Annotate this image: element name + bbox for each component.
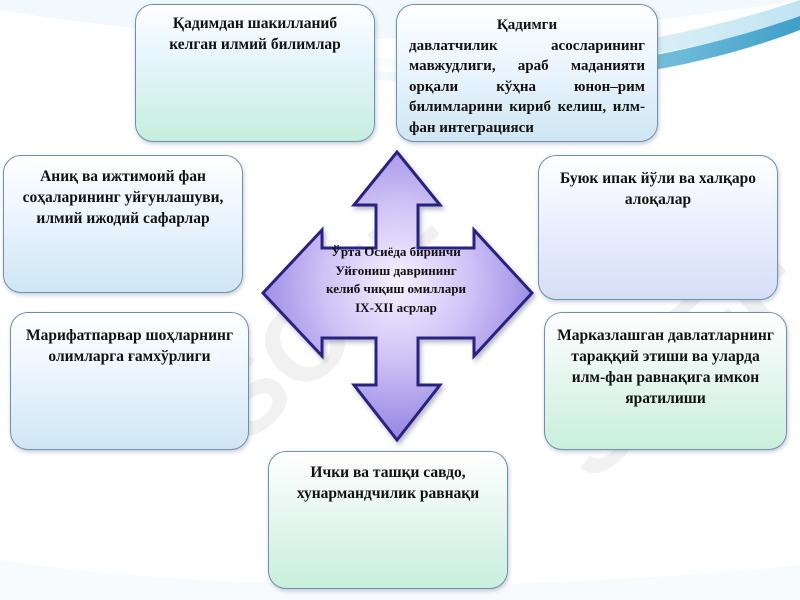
box-text: давлатчилик асосларининг мавжудлиги, ара… [409, 37, 645, 136]
box-text: Буюк ипак йўли ва халқаро алоқалар [559, 170, 757, 208]
box-statehood-integration: Қадимги давлатчилик асосларининг мавжудл… [396, 4, 658, 142]
box-text: Марказлашган давлатларнинг тараққий этиш… [557, 327, 774, 407]
box-text: Қадимдан шакилланиб келган илмий билимла… [169, 15, 341, 53]
box-text: Ички ва ташқи савдо, хунармандчилик равн… [296, 464, 480, 502]
box-centralized-states: Марказлашган давлатларнинг тараққий этиш… [544, 312, 787, 450]
center-title: Ўрта Осиёда биринчи Уйғониш даврининг ке… [326, 244, 466, 315]
box-silk-road: Буюк ипак йўли ва халқаро алоқалар [538, 155, 778, 300]
box-trade-crafts: Ички ва ташқи савдо, хунармандчилик равн… [268, 451, 508, 589]
box-ancient-knowledge: Қадимдан шакилланиб келган илмий билимла… [135, 4, 375, 142]
box-text: Марифатпарвар шоҳларнинг олимларга ғамхў… [25, 327, 234, 365]
box-sciences-harmony: Аниқ ва ижтимоий фан соҳаларининг уйғунл… [3, 155, 243, 293]
box-text: Аниқ ва ижтимоий фан соҳаларининг уйғунл… [22, 168, 224, 227]
box-text-first-line: Қадимги [496, 17, 558, 33]
box-enlightened-rulers: Марифатпарвар шоҳларнинг олимларга ғамхў… [10, 312, 249, 450]
